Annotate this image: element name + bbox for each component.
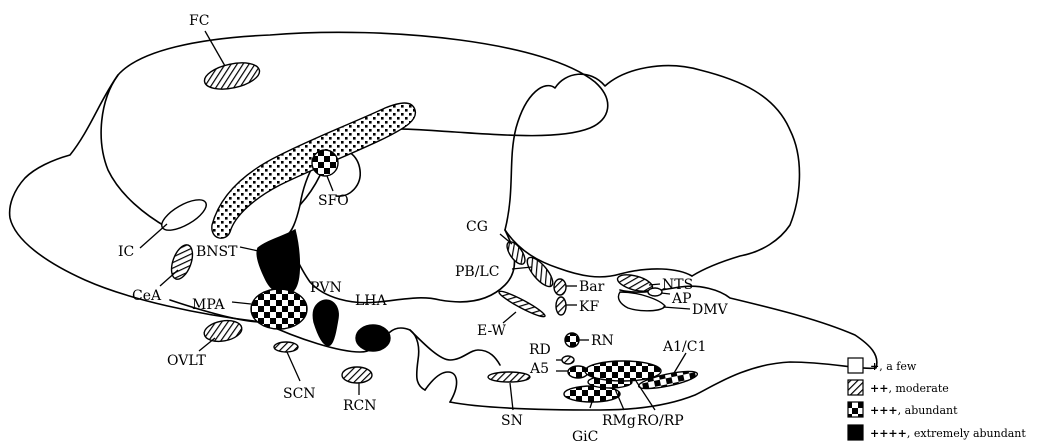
rcn-region: [342, 367, 372, 383]
legend-item-moderate: ++, moderate: [848, 380, 949, 395]
brain-regions: [157, 58, 698, 402]
rn-region: [565, 333, 579, 347]
label-rmg: RMg: [602, 413, 636, 429]
label-rn: RN: [591, 333, 614, 349]
label-fc: FC: [189, 13, 209, 29]
label-pblc: PB/LC: [455, 264, 499, 280]
label-scn: SCN: [283, 386, 316, 402]
ovlt-region: [203, 318, 244, 344]
label-mpa: MPA: [192, 297, 225, 313]
bnst-region: [257, 230, 299, 295]
rorp-region: [585, 361, 661, 381]
legend: +, a few ++, moderate +++, abundant ++++…: [848, 358, 1026, 440]
svg-text:+, a few: +, a few: [870, 360, 917, 373]
kf-region: [556, 297, 566, 315]
svg-text:++, moderate: ++, moderate: [870, 382, 949, 395]
rd-region: [562, 356, 574, 364]
legend-item-extremely-abundant: ++++, extremely abundant: [848, 425, 1026, 440]
pvn-region: [313, 300, 338, 345]
label-pvn: PVN: [310, 280, 342, 296]
label-ovlt: OVLT: [167, 353, 206, 369]
label-rd: RD: [529, 342, 551, 358]
mpa-region: [251, 289, 307, 329]
bar-region: [554, 279, 566, 295]
scn-region: [274, 342, 298, 352]
lha-region: [356, 325, 390, 351]
label-rorp: RO/RP: [637, 413, 684, 429]
label-bar: Bar: [579, 279, 605, 295]
label-ew: E-W: [477, 323, 506, 339]
label-bnst: BNST: [196, 244, 238, 260]
label-sn: SN: [501, 413, 523, 429]
label-gic: GiC: [572, 429, 598, 445]
label-dmv: DMV: [692, 302, 729, 318]
brain-outline: [10, 32, 877, 410]
label-a1c1: A1/C1: [662, 339, 706, 355]
label-ic: IC: [118, 244, 134, 260]
label-ap: AP: [671, 291, 692, 307]
fc-region: [202, 58, 262, 93]
legend-item-few: +, a few: [848, 358, 917, 373]
sfo-region: [312, 150, 338, 176]
pblc-region: [523, 254, 557, 291]
label-sfo: SFO: [318, 193, 349, 209]
sn-region: [488, 372, 530, 382]
label-a5: A5: [529, 361, 549, 377]
ap-region: [648, 288, 662, 296]
ew-region: [497, 288, 547, 319]
legend-item-abundant: +++, abundant: [848, 402, 958, 417]
label-cg: CG: [466, 219, 488, 235]
label-rcn: RCN: [343, 398, 377, 414]
label-kf: KF: [579, 299, 599, 315]
ic-region: [157, 194, 210, 236]
svg-text:+++, abundant: +++, abundant: [870, 404, 958, 417]
svg-text:++++, extremely abundant: ++++, extremely abundant: [870, 427, 1026, 440]
label-lha: LHA: [355, 293, 388, 309]
label-cea: CeA: [132, 288, 162, 304]
